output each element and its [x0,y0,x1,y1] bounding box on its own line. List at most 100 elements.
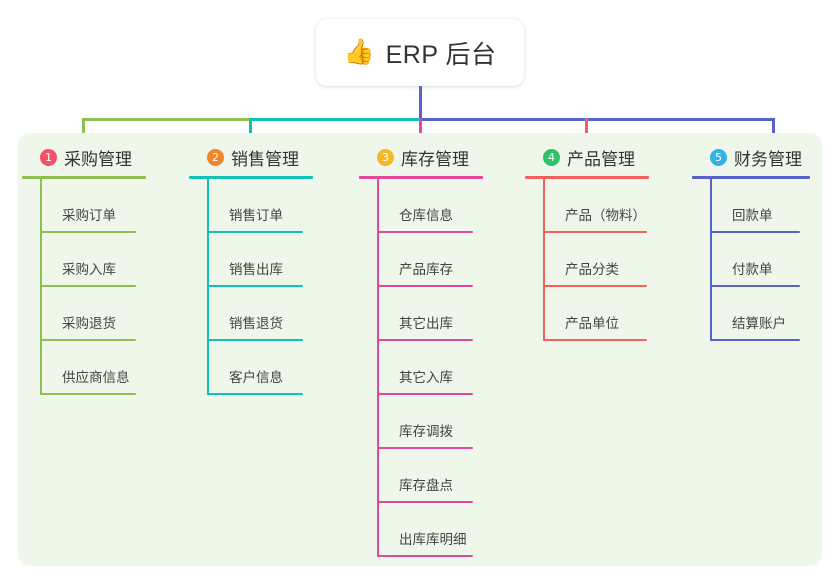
leaf-item[interactable]: 出库库明细 [377,503,527,557]
leaf-list: 产品（物料） 产品分类产品单位 [543,179,693,341]
leaf-item-rule [40,393,136,395]
leaf-item[interactable]: 销售订单 [207,179,357,233]
leaf-item-rule [40,231,136,233]
leaf-spine [377,179,379,557]
leaf-item-label: 结算账户 [732,316,786,331]
column-title: 库存管理 [401,149,469,169]
leaf-spine [710,179,712,341]
badge-number-icon: 3 [377,148,394,166]
leaf-item[interactable]: 产品（物料） [543,179,693,233]
leaf-item-rule [543,231,647,233]
leaf-list: 回款单付款单结算账户 [710,179,839,341]
leaf-item[interactable]: 结算账户 [710,287,839,341]
root-node[interactable]: 👍 ERP 后台 [316,19,524,86]
badge-number-icon: 4 [543,148,560,166]
leaf-spine [207,179,209,395]
leaf-item-rule [377,285,473,287]
leaf-item-label: 产品库存 [399,262,453,277]
column-title: 采购管理 [64,149,132,169]
leaf-item-rule [40,285,136,287]
leaf-item-rule [710,339,800,341]
column-header-rule [692,176,810,179]
leaf-item-label: 库存调拨 [399,424,453,439]
leaf-item[interactable]: 其它出库 [377,287,527,341]
leaf-item[interactable]: 产品库存 [377,233,527,287]
leaf-item[interactable]: 采购入库 [40,233,190,287]
leaf-item-label: 回款单 [732,208,773,223]
leaf-item[interactable]: 回款单 [710,179,839,233]
column-4: 4 产品管理产品（物料） 产品分类产品单位 [525,143,693,341]
column-header-rule [525,176,649,179]
column-header-4[interactable]: 4 产品管理 [525,143,693,171]
leaf-item-rule [207,393,303,395]
leaf-item-label: 销售订单 [229,208,283,223]
column-header-2[interactable]: 2 销售管理 [189,143,357,171]
leaf-item-rule [40,339,136,341]
column-title: 销售管理 [231,149,299,169]
leaf-item-rule [377,339,473,341]
leaf-item[interactable]: 供应商信息 [40,341,190,395]
leaf-item[interactable]: 仓库信息 [377,179,527,233]
leaf-item[interactable]: 产品单位 [543,287,693,341]
connector-drop-5 [772,118,775,143]
leaf-spine [543,179,545,341]
leaf-item[interactable]: 其它入库 [377,341,527,395]
connector-drop-3 [419,118,422,143]
column-title: 产品管理 [567,149,635,169]
leaf-item-label: 出库库明细 [399,532,467,547]
leaf-item-label: 供应商信息 [62,370,130,385]
leaf-item-rule [710,285,800,287]
leaf-item-rule [710,231,800,233]
leaf-list: 销售订单销售出库销售退货客户信息 [207,179,357,395]
leaf-item[interactable]: 付款单 [710,233,839,287]
leaf-item-rule [377,231,473,233]
leaf-item-label: 产品分类 [565,262,619,277]
leaf-item-label: 采购入库 [62,262,116,277]
leaf-item[interactable]: 销售退货 [207,287,357,341]
connector-drop-1 [82,118,85,143]
leaf-list: 采购订单采购入库采购退货供应商信息 [40,179,190,395]
leaf-item-rule [207,285,303,287]
leaf-item[interactable]: 库存调拨 [377,395,527,449]
leaf-item-label: 客户信息 [229,370,283,385]
column-3: 3 库存管理仓库信息产品库存其它出库其它入库库存调拨库存盘点出库库明细 [359,143,527,557]
leaf-item-label: 库存盘点 [399,478,453,493]
connector-bus-segment-3 [419,118,775,121]
column-header-rule [359,176,483,179]
connector-bus-segment-1 [82,118,252,121]
diagram-panel [18,133,822,566]
column-header-rule [189,176,313,179]
leaf-item-rule [377,501,473,503]
leaf-item-label: 销售退货 [229,316,283,331]
leaf-item-rule [377,393,473,395]
connector-drop-2 [249,118,252,143]
column-header-rule [22,176,146,179]
column-2: 2 销售管理销售订单销售出库销售退货客户信息 [189,143,357,395]
thumbs-up-icon: 👍 [343,38,375,66]
badge-number-icon: 2 [207,148,224,166]
leaf-item-rule [207,339,303,341]
leaf-item[interactable]: 客户信息 [207,341,357,395]
badge-number-icon: 5 [710,148,727,166]
leaf-item[interactable]: 采购退货 [40,287,190,341]
leaf-item-label: 采购退货 [62,316,116,331]
leaf-item[interactable]: 产品分类 [543,233,693,287]
leaf-item-label: 销售出库 [229,262,283,277]
leaf-item-label: 其它入库 [399,370,453,385]
connector-drop-4 [585,118,588,143]
connector-root-stem [419,86,422,120]
connector-bus-segment-2 [249,118,422,121]
root-node-label: ERP 后台 [385,40,497,69]
leaf-item-label: 采购订单 [62,208,116,223]
column-header-3[interactable]: 3 库存管理 [359,143,527,171]
leaf-item-label: 产品单位 [565,316,619,331]
leaf-item[interactable]: 销售出库 [207,233,357,287]
leaf-item[interactable]: 库存盘点 [377,449,527,503]
leaf-item[interactable]: 采购订单 [40,179,190,233]
leaf-item-label: 付款单 [732,262,773,277]
leaf-spine [40,179,42,395]
